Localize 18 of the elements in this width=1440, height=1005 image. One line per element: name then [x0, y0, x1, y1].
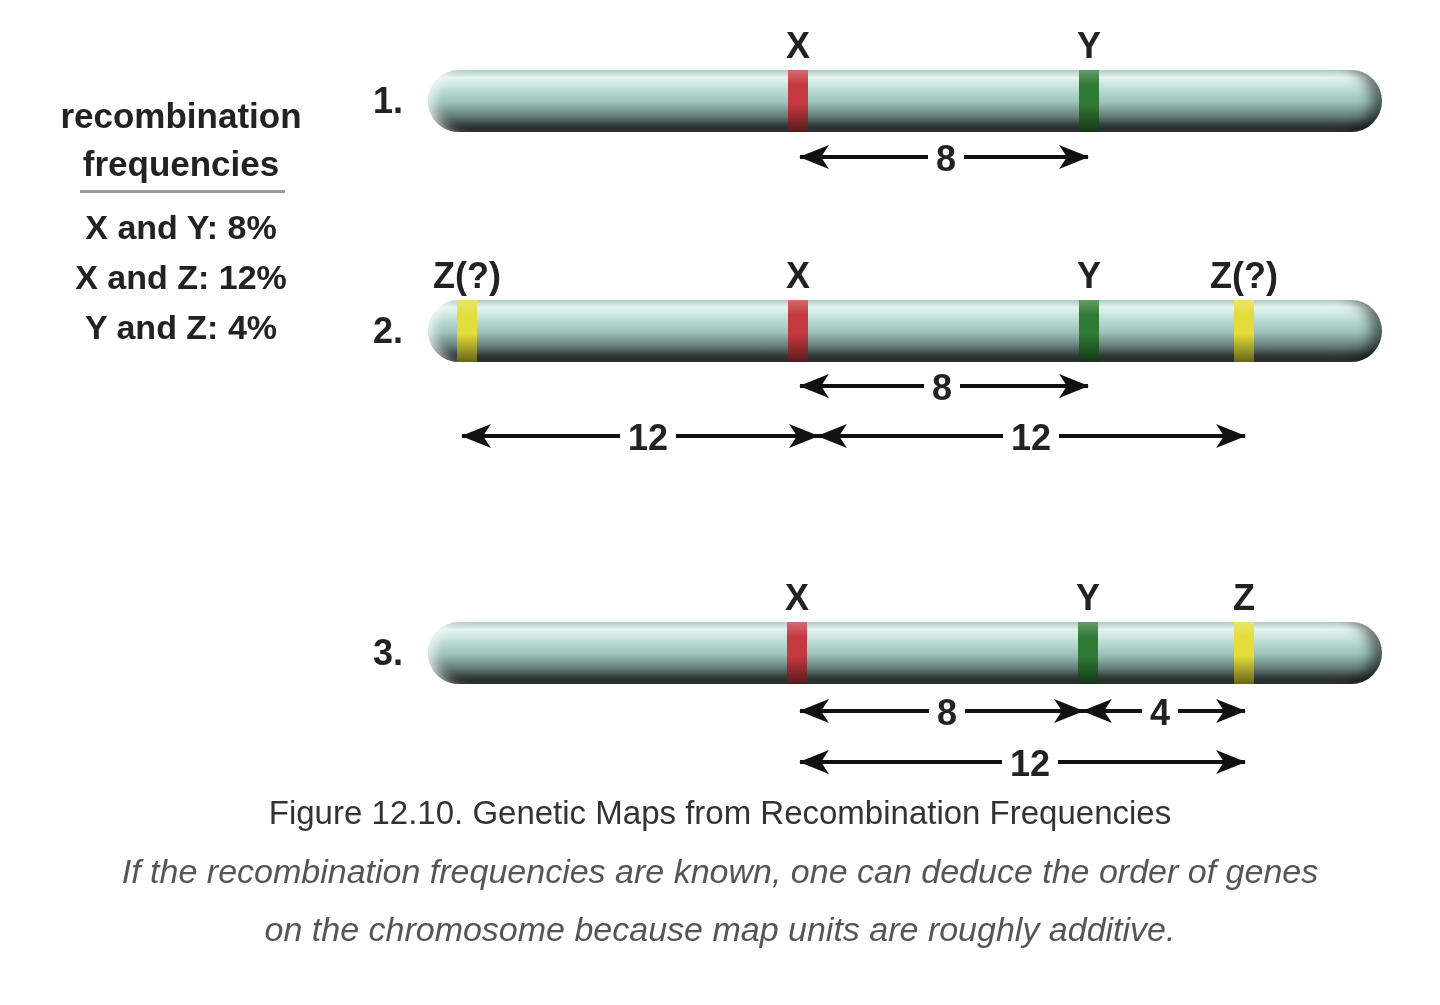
gene-label: X	[786, 26, 810, 66]
frequency-text: Y and Z: 4%	[84, 307, 278, 347]
frequency-text: X and Y: 8%	[85, 207, 277, 247]
gene-label: Z	[1233, 578, 1255, 618]
gene-label: X	[786, 256, 810, 296]
heading-text: recombination frequencies	[59, 95, 303, 185]
gene-label: Y	[1076, 578, 1100, 618]
gene-label: Y	[1077, 26, 1101, 66]
chromosome-number: 3.	[373, 633, 403, 673]
chromosome-number: 2.	[373, 311, 403, 351]
gene-label: X	[785, 578, 809, 618]
frequency-text: X and Z: 12%	[75, 257, 287, 297]
chromosome-number: 1.	[373, 81, 403, 121]
gene-label: Z(?)	[433, 256, 501, 296]
gene-label: Z(?)	[1210, 256, 1278, 296]
gene-label: Y	[1077, 256, 1101, 296]
figure-caption: Figure 12.10. Genetic Maps from Recombination Frequencies	[268, 794, 1172, 832]
caption-description: If the recombination frequencies are known, one can deduce the order of genes on the chromosome because map units are roughly additive.	[120, 851, 1320, 950]
